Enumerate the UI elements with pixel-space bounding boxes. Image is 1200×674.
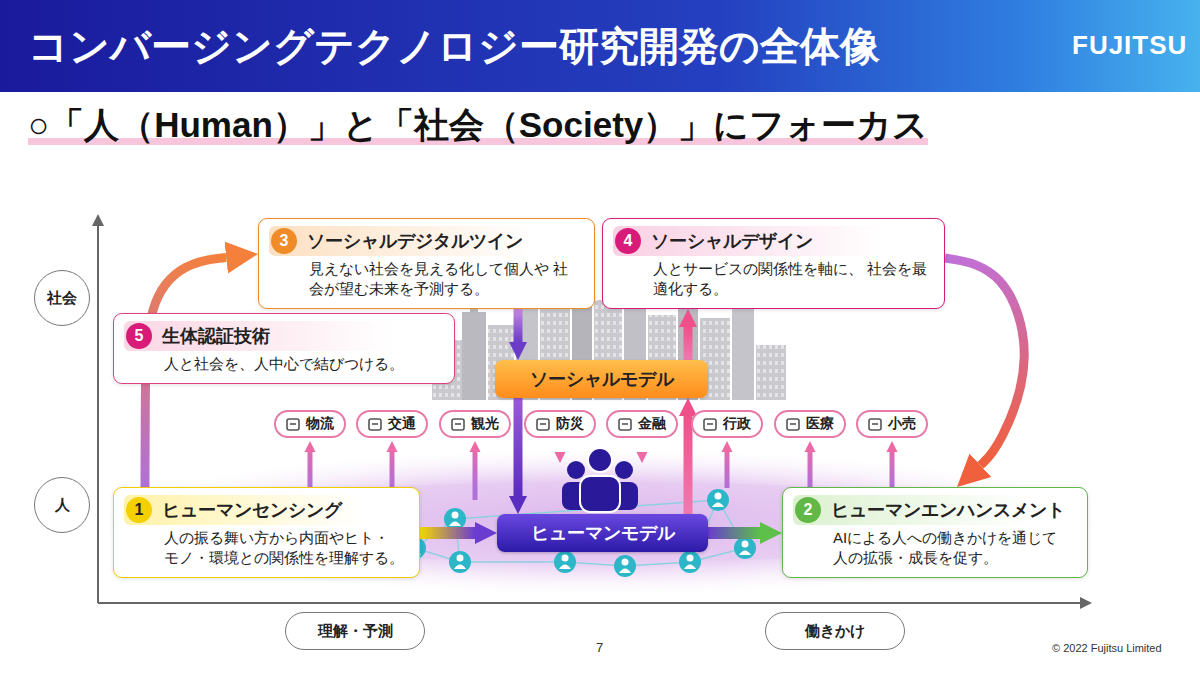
node-text: 人 bbox=[55, 496, 70, 515]
axis-phase-pill: 働きかけ bbox=[765, 612, 905, 650]
social-model-box: ソーシャルモデル bbox=[495, 360, 708, 398]
box-heading: ヒューマンエンハンスメント bbox=[831, 498, 1065, 522]
industry-tag: 交通 bbox=[356, 410, 428, 438]
box-heading: ソーシャルデジタルツイン bbox=[307, 229, 523, 253]
human-model-box: ヒューマンモデル bbox=[497, 514, 708, 552]
industry-icon bbox=[535, 416, 551, 432]
node-text: 交通 bbox=[388, 415, 416, 433]
industry-icon bbox=[617, 416, 633, 432]
box-description: AIによる人への働きかけを通じて 人の拡張・成長を促す。 bbox=[793, 525, 1075, 568]
box-description: 見えない社会を見える化して個人や 社会が望む未来を予測する。 bbox=[269, 256, 582, 299]
node-text: 社会 bbox=[47, 289, 77, 308]
subtitle: ○「人（Human）」と「社会（Society）」にフォーカス bbox=[28, 100, 928, 150]
flow-arrow bbox=[514, 398, 523, 496]
page-number: 7 bbox=[596, 640, 603, 655]
heading-band: 1 ヒューマンセンシング bbox=[124, 495, 407, 525]
heading-band: 4 ソーシャルデザイン bbox=[613, 226, 932, 256]
node-text: 働きかけ bbox=[805, 622, 865, 641]
node-text: 物流 bbox=[306, 415, 334, 433]
node-text: 医療 bbox=[806, 415, 834, 433]
flow-arrow bbox=[420, 527, 475, 539]
technology-box: 4 ソーシャルデザイン人とサービスの関係性を軸に、 社会を最適化する。 bbox=[602, 218, 945, 309]
industry-tag: 行政 bbox=[691, 410, 763, 438]
node-text: 金融 bbox=[638, 415, 666, 433]
callout-number: 4 bbox=[615, 228, 641, 254]
axis-level-circle: 人 bbox=[34, 477, 90, 533]
box-description: 人とサービスの関係性を軸に、 社会を最適化する。 bbox=[613, 256, 932, 299]
node-text: 防災 bbox=[556, 415, 584, 433]
heading-band: 5 生体認証技術 bbox=[124, 321, 442, 351]
node-text: 観光 bbox=[471, 415, 499, 433]
axis-phase-pill: 理解・予測 bbox=[285, 612, 425, 650]
flow-arrow bbox=[514, 309, 523, 342]
industry-tag: 観光 bbox=[439, 410, 511, 438]
box-heading: ソーシャルデザイン bbox=[651, 229, 813, 253]
node-text: ヒューマンモデル bbox=[531, 521, 675, 545]
copyright: © 2022 Fujitsu Limited bbox=[1052, 642, 1162, 654]
technology-box: 2 ヒューマンエンハンスメント AIによる人への働きかけを通じて 人の拡張・成長を促… bbox=[782, 487, 1088, 578]
flow-arrow bbox=[684, 416, 693, 514]
industry-icon bbox=[285, 416, 301, 432]
callout-number: 1 bbox=[126, 497, 152, 523]
flow-arrow bbox=[684, 327, 693, 360]
industry-tag: 防災 bbox=[524, 410, 596, 438]
technology-box: 1 ヒューマンセンシング人の振る舞い方から内面やヒト・ モノ・環境との関係性を理解… bbox=[113, 487, 420, 578]
industry-tag: 医療 bbox=[774, 410, 846, 438]
industry-tag: 物流 bbox=[274, 410, 346, 438]
industry-icon bbox=[867, 416, 883, 432]
industry-icon bbox=[367, 416, 383, 432]
node-text: 理解・予測 bbox=[318, 622, 393, 641]
box-description: 人と社会を、人中心で結びつける。 bbox=[124, 351, 442, 374]
slide-title: コンバージングテクノロジー研究開発の全体像 bbox=[28, 14, 880, 78]
cycle-arrow bbox=[945, 258, 1024, 465]
technology-box: 3 ソーシャルデジタルツイン見えない社会を見える化して個人や 社会が望む未来を予測… bbox=[258, 218, 595, 309]
brand-logo: FUJITSU bbox=[1072, 30, 1187, 61]
node-text: 行政 bbox=[723, 415, 751, 433]
industry-tag: 小売 bbox=[856, 410, 928, 438]
callout-number: 5 bbox=[126, 323, 152, 349]
industry-icon bbox=[450, 416, 466, 432]
node-text: ソーシャルモデル bbox=[530, 367, 674, 391]
node-text: 小売 bbox=[888, 415, 916, 433]
box-heading: ヒューマンセンシング bbox=[162, 498, 342, 522]
industry-icon bbox=[702, 416, 718, 432]
axis-level-circle: 社会 bbox=[34, 270, 90, 326]
heading-band: 2 ヒューマンエンハンスメント bbox=[793, 495, 1075, 525]
industry-icon bbox=[785, 416, 801, 432]
box-description: 人の振る舞い方から内面やヒト・ モノ・環境との関係性を理解する。 bbox=[124, 525, 407, 568]
flow-arrow bbox=[708, 527, 760, 539]
box-heading: 生体認証技術 bbox=[162, 324, 270, 348]
callout-number: 2 bbox=[795, 497, 821, 523]
industry-tag: 金融 bbox=[606, 410, 678, 438]
callout-number: 3 bbox=[271, 228, 297, 254]
technology-box: 5 生体認証技術人と社会を、人中心で結びつける。 bbox=[113, 313, 455, 384]
heading-band: 3 ソーシャルデジタルツイン bbox=[269, 226, 582, 256]
